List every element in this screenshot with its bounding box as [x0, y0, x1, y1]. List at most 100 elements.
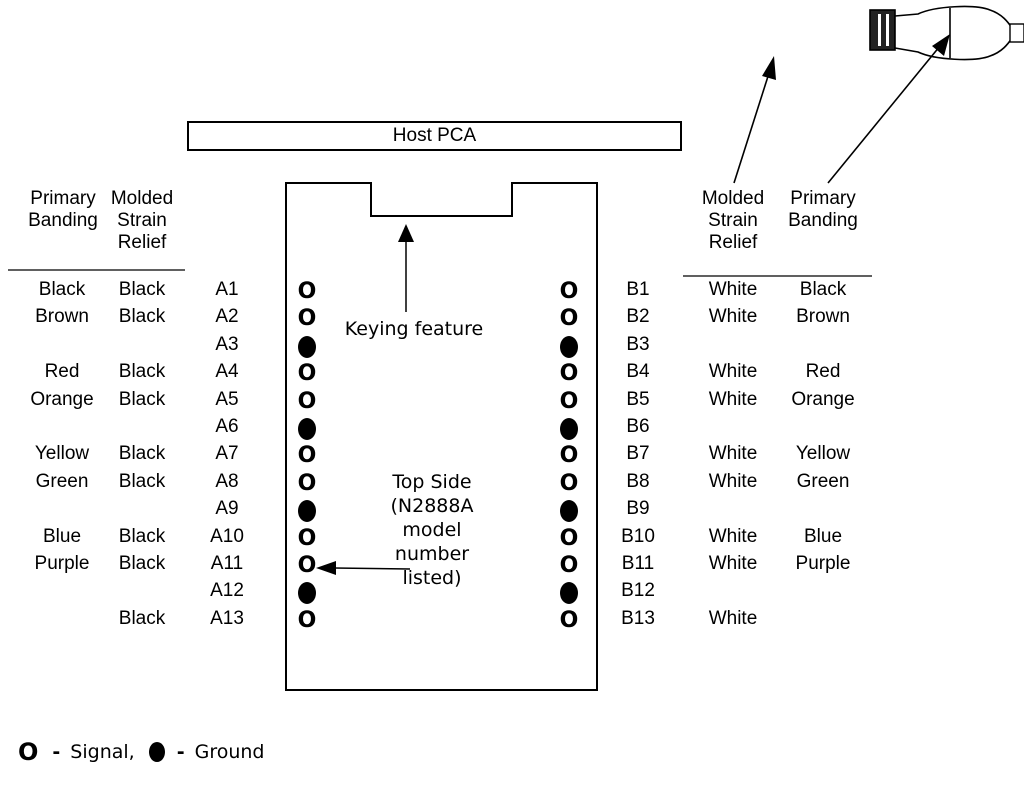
left-primary-banding-cell: Orange [30, 388, 94, 410]
pin-a-label: A7 [215, 443, 239, 465]
legend: O - Signal, - Ground [18, 738, 264, 766]
right-primary-banding-cell: Yellow [795, 443, 851, 465]
top-side-label: Top Side (N2888A model number listed) [390, 471, 474, 589]
ground-pin-dot [298, 500, 316, 523]
probe-icon [869, 5, 1024, 61]
pin-b-label: B12 [621, 580, 655, 602]
pin-a-label: A1 [215, 279, 239, 300]
right-strain-relief-cell: White [708, 361, 758, 383]
signal-pin-circle: O [559, 388, 579, 414]
pin-a-label: A5 [215, 388, 239, 410]
signal-pin-circle: O [559, 525, 579, 551]
signal-symbol: O [18, 738, 39, 766]
signal-pin-circle: O [297, 553, 317, 578]
pin-a-label: A11 [210, 553, 244, 574]
strain-relief-arrowhead [762, 56, 776, 80]
right-primary-banding-cell: Black [799, 279, 847, 300]
right-primary-banding-cell: Brown [796, 306, 850, 328]
pin-a-label: A10 [210, 525, 244, 547]
signal-pin-circle: O [559, 607, 579, 633]
signal-pin-circle: O [297, 306, 317, 332]
pin-b-label: B11 [621, 553, 655, 574]
left-strain-relief-cell: Black [118, 470, 166, 492]
pin-b-label: B13 [621, 607, 655, 629]
left-primary-banding-cell: Blue [42, 525, 82, 547]
pin-b-label: B10 [621, 525, 655, 547]
banding-arrowhead [932, 34, 950, 56]
left-molded-relief-header: Molded Strain Relief [110, 188, 174, 253]
left-primary-banding-cell: Purple [34, 553, 90, 574]
left-strain-relief-cell: Black [118, 553, 166, 574]
right-strain-relief-cell: White [708, 388, 758, 410]
pin-a-label: A13 [210, 607, 244, 629]
right-strain-relief-cell: White [708, 525, 758, 547]
pin-b-label: B2 [626, 306, 650, 328]
keying-arrowhead [398, 224, 414, 242]
pin-a-label: A8 [215, 470, 239, 492]
connector-outline [285, 182, 598, 691]
pin-b-label: B1 [626, 279, 650, 300]
left-strain-relief-cell: Black [118, 525, 166, 547]
pin-b-label: B7 [626, 443, 650, 465]
signal-pin-circle: O [559, 279, 579, 304]
top-side-arrowhead [316, 561, 336, 575]
signal-pin-circle: O [297, 443, 317, 469]
left-strain-relief-cell: Black [118, 361, 166, 383]
ground-pin-dot [560, 582, 578, 605]
left-strain-relief-cell: Black [118, 443, 166, 465]
left-primary-banding-cell: Red [44, 361, 80, 383]
signal-pin-circle: O [297, 388, 317, 414]
ground-legend-text: Ground [194, 741, 265, 763]
ground-pin-dot [298, 418, 316, 440]
pin-b-label: B8 [626, 470, 650, 492]
right-strain-relief-cell: White [708, 306, 758, 328]
legend-dash: - [52, 741, 61, 763]
left-primary-banding-cell: Brown [35, 306, 89, 328]
left-primary-banding-header: Primary Banding [28, 188, 98, 231]
right-primary-banding-cell: Orange [791, 388, 855, 410]
right-strain-relief-cell: White [708, 443, 758, 465]
ground-pin-dot [298, 335, 316, 358]
ground-pin-dot [560, 335, 578, 358]
ground-symbol [148, 742, 165, 762]
strain-relief-callout [733, 69, 771, 184]
left-strain-relief-cell: Black [118, 306, 166, 328]
pin-b-label: B5 [626, 388, 650, 410]
signal-pin-circle: O [297, 361, 317, 387]
ground-pin-dot [560, 418, 578, 440]
legend-dash-2: - [176, 741, 185, 763]
right-primary-banding-header: Primary Banding [788, 188, 858, 231]
signal-pin-circle: O [559, 361, 579, 387]
signal-pin-circle: O [297, 607, 317, 633]
pin-a-label: A6 [215, 416, 239, 437]
right-primary-banding-cell: Blue [803, 525, 843, 547]
pin-b-label: B9 [626, 498, 650, 520]
pin-b-label: B3 [626, 333, 650, 355]
signal-pin-circle: O [297, 525, 317, 551]
top-side-arrow-shaft [333, 567, 411, 570]
right-strain-relief-cell: White [708, 470, 758, 492]
host-pca-label: Host PCA [392, 125, 477, 146]
ground-pin-dot [298, 582, 316, 605]
left-strain-relief-cell: Black [118, 388, 166, 410]
pin-b-label: B6 [626, 416, 650, 437]
right-strain-relief-cell: White [708, 553, 758, 574]
left-primary-banding-cell: Yellow [34, 443, 90, 465]
signal-pin-circle: O [559, 306, 579, 332]
pin-b-label: B4 [626, 361, 650, 383]
pin-a-label: A12 [210, 580, 244, 602]
pin-a-label: A9 [215, 498, 239, 520]
host-pca-box: Host PCA [187, 121, 682, 151]
left-strain-relief-cell: Black [118, 607, 166, 629]
signal-pin-circle: O [297, 279, 317, 304]
left-primary-banding-cell: Green [35, 470, 89, 492]
ground-pin-dot [560, 500, 578, 523]
right-molded-relief-header: Molded Strain Relief [701, 188, 765, 253]
signal-legend-text: Signal, [70, 741, 135, 763]
right-strain-relief-cell: White [708, 279, 758, 300]
right-primary-banding-cell: Red [805, 361, 841, 383]
signal-pin-circle: O [559, 470, 579, 496]
right-primary-banding-cell: Green [796, 470, 850, 492]
signal-pin-circle: O [559, 553, 579, 578]
